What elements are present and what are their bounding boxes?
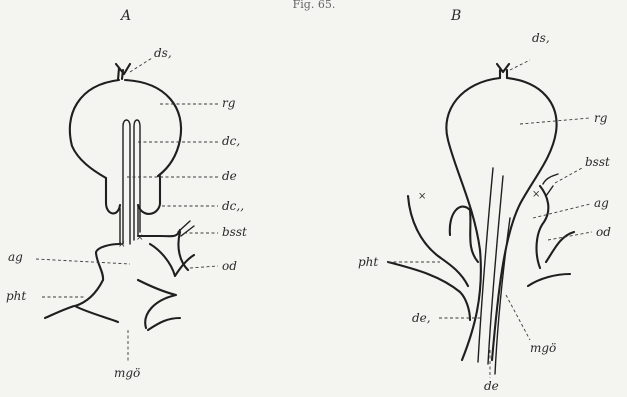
panel-b-label-ds: ds, [532, 31, 550, 45]
panel-a-label-od: od [222, 259, 237, 273]
panel-a-label-dc2: dc,, [222, 199, 244, 213]
svg-text:×: × [532, 189, 540, 200]
panel-b: B × × ds, rg bsst ag od pht de, mgö [358, 8, 611, 393]
panel-a-label-bsst: bsst [222, 225, 247, 239]
panel-a: A × × ds, rg dc, [6, 8, 247, 380]
figure-number-label: Fig. 65. [293, 0, 336, 11]
panel-b-ds-duct [497, 64, 509, 78]
panel-a-title: A [119, 8, 131, 24]
panel-a-label-dc1: dc, [222, 134, 240, 148]
panel-a-oviduct [150, 232, 194, 276]
panel-a-label-de: de [222, 169, 237, 183]
panel-b-label-de: de [484, 379, 499, 393]
panel-a-label-mgo: mgö [114, 366, 140, 380]
svg-text:×: × [136, 233, 144, 243]
panel-a-lower-lobe [106, 176, 160, 214]
panel-b-oviduct [528, 186, 574, 286]
panel-b-pharynx-left [388, 196, 478, 320]
panel-a-label-ag: ag [8, 250, 23, 264]
panel-a-pharynx [75, 280, 176, 328]
panel-a-label-pht: pht [6, 289, 26, 303]
panel-a-ds-duct [116, 64, 130, 80]
panel-b-label-od: od [596, 225, 611, 239]
panel-b-label-ag: ag [594, 196, 609, 210]
svg-text:×: × [418, 191, 426, 202]
panel-b-label-rg: rg [594, 111, 608, 125]
svg-text:×: × [118, 240, 126, 250]
panel-a-label-ds: ds, [154, 46, 172, 60]
panel-b-label-bsst: bsst [585, 155, 610, 169]
panel-a-label-rg: rg [222, 96, 236, 110]
panel-b-title: B [450, 8, 461, 24]
panel-b-label-mgo: mgö [530, 341, 556, 355]
panel-a-receptaculum [70, 80, 119, 178]
panel-b-label-pht: pht [358, 255, 378, 269]
panel-b-label-de1: de, [412, 311, 431, 325]
